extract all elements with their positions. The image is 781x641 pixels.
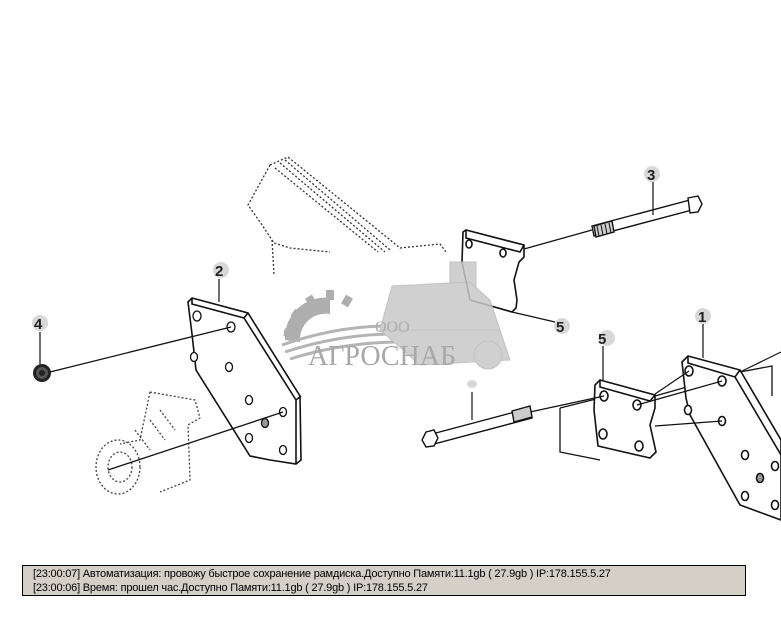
bracket-plate-1 — [681, 355, 781, 521]
nut-4 — [33, 364, 51, 382]
axis-line — [523, 229, 593, 250]
axis-line — [107, 411, 284, 471]
callout-3: 3 — [644, 166, 660, 184]
svg-text:5: 5 — [556, 319, 564, 336]
callout-5-lower: 5 — [598, 330, 615, 348]
svg-text:4: 4 — [34, 316, 43, 333]
watermark-name: АГРОСНАБ — [308, 341, 456, 372]
axis-lines-lower — [529, 351, 781, 427]
callout-partial — [467, 380, 477, 388]
phantom-flange — [95, 391, 201, 495]
spacer-lower-5 — [593, 379, 657, 459]
gear-icon — [283, 290, 353, 342]
bracket-plate-2 — [187, 297, 302, 465]
bolt-lower — [421, 405, 533, 448]
bolt-3 — [591, 195, 703, 238]
log-line: [23:00:06] Время: прошел час.Доступно Па… — [33, 582, 428, 594]
callout-1: 1 — [695, 308, 711, 326]
svg-text:3: 3 — [647, 167, 655, 184]
callout-5-upper: 5 — [554, 318, 570, 336]
log-line: [23:00:07] Автоматизация: провожу быстро… — [33, 568, 611, 580]
phantom-housing — [247, 156, 447, 276]
svg-text:1: 1 — [698, 309, 706, 326]
svg-text:5: 5 — [598, 331, 606, 348]
callout-2: 2 — [213, 262, 229, 280]
status-log-overlay: [23:00:07] Автоматизация: провожу быстро… — [22, 565, 746, 596]
svg-text:2: 2 — [215, 263, 223, 280]
leader-lines — [39, 182, 704, 420]
axis-line — [49, 326, 232, 373]
callout-4: 4 — [32, 315, 48, 333]
combine-harvester-icon — [378, 261, 511, 370]
watermark-logo: ООО АГРОСНАБ — [281, 261, 511, 372]
watermark-prefix: ООО — [375, 319, 410, 336]
